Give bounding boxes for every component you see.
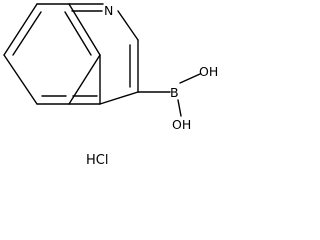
bond-n1-c2 <box>117 10 139 41</box>
atom-label-oh-upper: OH <box>199 64 218 79</box>
bond-c8-c7-inner <box>12 11 42 56</box>
bond-c8-c7 <box>3 3 38 56</box>
bond-c3-c4 <box>99 91 139 105</box>
bond-c4a-c8a <box>68 3 101 56</box>
boronic-acid-group <box>137 73 201 117</box>
bond-b-oh-lower <box>177 99 182 117</box>
atom-label-n: N <box>104 3 113 18</box>
bond-c7-c6 <box>3 54 38 105</box>
atom-label-oh-lower: OH <box>172 117 191 132</box>
chemical-structure-diagram: N B OH OH HCl <box>3 3 218 168</box>
bond-b-oh-upper <box>179 73 201 84</box>
bond-c4a-c8a-inner <box>64 11 92 56</box>
salt-label: HCl <box>86 153 108 168</box>
pyridine-ring <box>68 3 139 105</box>
atom-label-b: B <box>170 85 179 100</box>
benzo-ring <box>3 3 101 105</box>
